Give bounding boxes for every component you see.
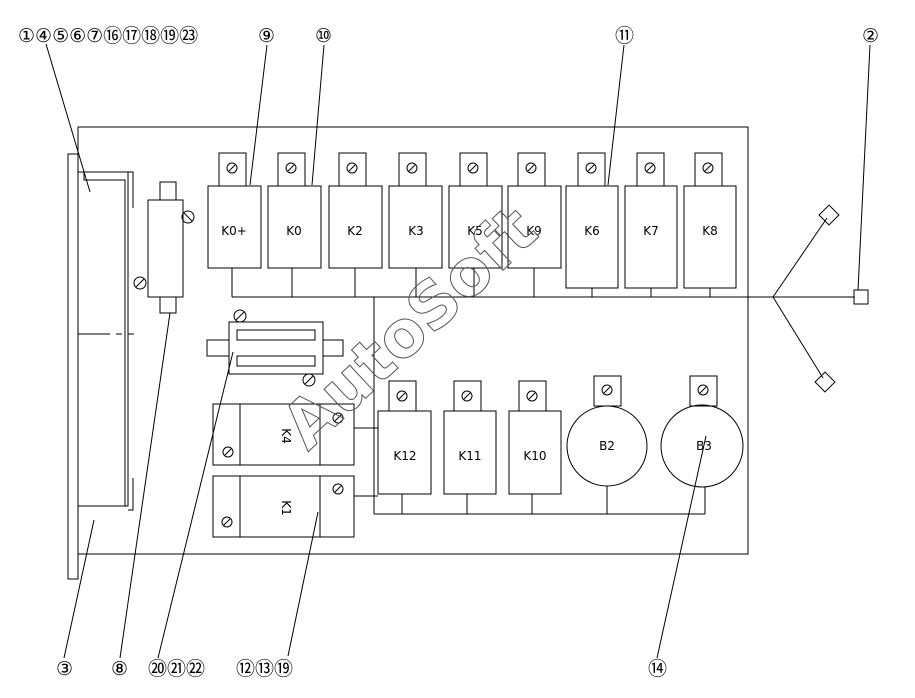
label-k0plus: K0+ xyxy=(221,224,247,238)
callout-group-20-22: ⑳㉑㉒ xyxy=(148,658,205,680)
callout-14: ⑭ xyxy=(648,658,667,680)
buzzer-b3: B3 xyxy=(660,375,744,488)
label-k1: K1 xyxy=(279,500,293,516)
callout-8: ⑧ xyxy=(111,658,128,680)
relay-k11: K11 xyxy=(443,380,497,495)
label-k7: K7 xyxy=(643,224,659,238)
callout-3: ③ xyxy=(56,658,73,680)
relay-k3: K3 xyxy=(388,152,443,297)
front-panel xyxy=(67,153,79,580)
wiring-bus xyxy=(232,217,855,515)
relay-k10: K10 xyxy=(508,380,562,495)
relay-k2: K2 xyxy=(328,152,383,297)
relay-k7: K7 xyxy=(624,152,678,297)
horizontal-fuse-holder xyxy=(206,309,344,387)
callout-10: ⑩ xyxy=(315,25,332,47)
left-bracket xyxy=(77,171,134,511)
label-k9: K9 xyxy=(526,224,542,238)
callout-2: ② xyxy=(862,25,879,47)
leader-lines xyxy=(45,43,871,659)
label-k8: K8 xyxy=(702,224,718,238)
relay-k8: K8 xyxy=(683,152,737,297)
relay-k6: K6 xyxy=(565,152,619,297)
label-k5: K5 xyxy=(467,224,483,238)
label-k6: K6 xyxy=(584,224,600,238)
callout-group-top: ①④⑤⑥⑦⑯⑰⑱⑲㉓ xyxy=(18,25,198,47)
connector-upper xyxy=(818,204,840,226)
fuse-holder xyxy=(133,181,195,314)
callout-group-12-19: ⑫⑬⑲ xyxy=(236,658,293,680)
relay-k5: K5 xyxy=(448,152,503,297)
label-k2: K2 xyxy=(347,224,363,238)
label-k0: K0 xyxy=(286,224,302,238)
relay-k0: K0 xyxy=(267,152,322,297)
relay-k9: K9 xyxy=(507,152,562,297)
buzzer-b2: B2 xyxy=(566,375,648,487)
label-b2: B2 xyxy=(599,439,615,453)
label-k10: K10 xyxy=(523,449,546,463)
callout-9: ⑨ xyxy=(258,25,275,47)
relay-k1: K1 xyxy=(212,475,355,538)
label-k4: K4 xyxy=(279,428,293,444)
callout-11: ⑪ xyxy=(615,25,634,47)
label-k3: K3 xyxy=(408,224,424,238)
connector-lower xyxy=(814,371,836,393)
connector-main xyxy=(853,289,869,305)
relay-k0plus: K0+ xyxy=(207,152,262,297)
label-k12: K12 xyxy=(393,449,416,463)
label-k11: K11 xyxy=(458,449,481,463)
relay-k12: K12 xyxy=(377,380,432,495)
